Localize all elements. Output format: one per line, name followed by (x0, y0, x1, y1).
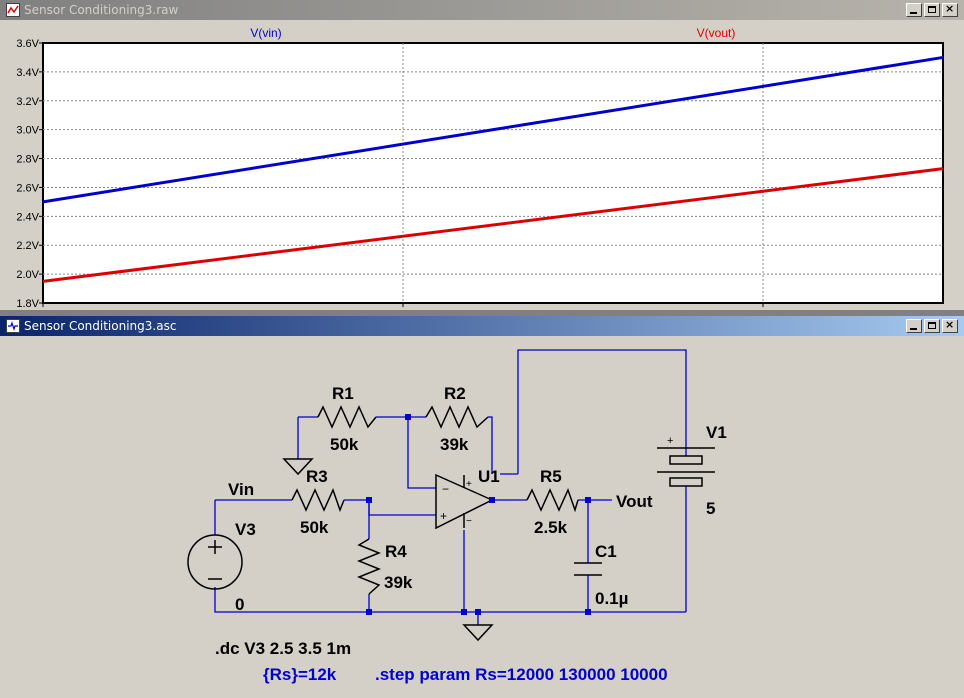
v3-value[interactable]: 0 (235, 595, 244, 614)
c1-value[interactable]: 0.1µ (595, 589, 628, 608)
minimize-icon (910, 12, 917, 14)
wire (368, 500, 436, 516)
v1-label[interactable]: V1 (706, 423, 727, 442)
close-button[interactable]: × (942, 318, 958, 333)
r1-label[interactable]: R1 (332, 384, 354, 403)
junction-dot (489, 497, 495, 503)
close-icon: × (945, 2, 955, 15)
r3-label[interactable]: R3 (306, 467, 328, 486)
r5-value[interactable]: 2.5k (534, 518, 568, 537)
wire (517, 349, 687, 474)
schematic-window-titlebar[interactable]: Sensor Conditioning3.asc × (0, 316, 964, 336)
svg-text:+: + (466, 479, 472, 490)
trace-label-vin[interactable]: V(vin) (250, 26, 281, 40)
y-tick-label: 2.4V (16, 211, 39, 223)
minimize-button[interactable] (906, 3, 922, 17)
waveform-icon (6, 3, 20, 17)
ground-icon[interactable] (462, 624, 494, 642)
dc-directive[interactable]: .dc V3 2.5 3.5 1m (215, 639, 351, 658)
junction-dot (475, 609, 481, 615)
net-label-vout[interactable]: Vout (616, 492, 653, 511)
y-tick-label: 2.6V (16, 182, 39, 194)
junction-dot (366, 497, 372, 503)
u1-label[interactable]: U1 (478, 467, 500, 486)
svg-text:+: + (667, 435, 673, 447)
wire (488, 416, 493, 474)
v1-value[interactable]: 5 (706, 499, 715, 518)
y-tick-label: 1.8V (16, 298, 39, 310)
maximize-icon (928, 322, 936, 329)
resistor-r5[interactable] (526, 487, 579, 513)
resistor-r3[interactable] (291, 487, 345, 513)
minimize-icon (910, 328, 917, 330)
junction-dot (585, 609, 591, 615)
resistor-r1[interactable] (317, 405, 377, 429)
r5-label[interactable]: R5 (540, 467, 562, 486)
schematic-canvas[interactable]: − + + − + (0, 336, 964, 698)
wire (214, 587, 686, 613)
v3-label[interactable]: V3 (235, 520, 256, 539)
plot-window: Sensor Conditioning3.raw × 1.8V 2.0V 2.2V 2… (0, 0, 964, 310)
resistor-r2[interactable] (425, 405, 489, 429)
y-tick-label: 2.0V (16, 269, 39, 281)
r2-label[interactable]: R2 (444, 384, 466, 403)
net-label-vin[interactable]: Vin (228, 480, 254, 499)
waveform-plot[interactable]: 1.8V 2.0V 2.2V 2.4V 2.6V 2.8V 3.0V 3.2V 3.4V 3.6V… (0, 20, 964, 310)
maximize-button[interactable] (924, 3, 940, 17)
r4-label[interactable]: R4 (385, 542, 407, 561)
wire (407, 417, 436, 489)
plot-window-title: Sensor Conditioning3.raw (24, 3, 179, 17)
c1-label[interactable]: C1 (595, 542, 617, 561)
schematic-window-title: Sensor Conditioning3.asc (24, 319, 177, 333)
plot-window-titlebar[interactable]: Sensor Conditioning3.raw × (0, 0, 964, 20)
capacitor-c1[interactable] (574, 562, 602, 576)
close-icon: × (945, 318, 955, 331)
voltage-source-v3[interactable] (187, 534, 243, 590)
junction-dot (405, 414, 411, 420)
maximize-button[interactable] (924, 319, 940, 333)
schematic-icon (6, 319, 20, 333)
plot-area (42, 42, 944, 304)
junction-dot (461, 609, 467, 615)
y-tick-label: 3.4V (16, 67, 39, 79)
trace-vin[interactable] (42, 55, 944, 204)
resistor-r4[interactable] (356, 538, 382, 595)
opamp-u1[interactable]: − + + − (435, 473, 494, 530)
junction-dot (585, 497, 591, 503)
svg-text:−: − (466, 516, 472, 527)
schematic-window: Sensor Conditioning3.asc × (0, 316, 964, 698)
close-button[interactable]: × (942, 2, 958, 17)
y-tick-label: 3.0V (16, 125, 39, 137)
junction-dot (366, 609, 372, 615)
minimize-button[interactable] (906, 319, 922, 333)
ground-icon[interactable] (282, 458, 314, 476)
battery-v1[interactable]: + (657, 435, 715, 487)
maximize-icon (928, 6, 936, 13)
r1-value[interactable]: 50k (330, 435, 359, 454)
y-tick-label: 3.2V (16, 96, 39, 108)
r3-value[interactable]: 50k (300, 518, 329, 537)
y-tick-label: 2.8V (16, 154, 39, 166)
trace-label-vout[interactable]: V(vout) (697, 26, 736, 40)
y-tick-label: 2.2V (16, 240, 39, 252)
r4-value[interactable]: 39k (384, 573, 413, 592)
trace-vout[interactable] (42, 167, 944, 283)
svg-text:−: − (442, 482, 449, 496)
y-tick-label: 3.6V (16, 38, 39, 50)
param-directive[interactable]: {Rs}=12k (263, 665, 337, 684)
step-directive[interactable]: .step param Rs=12000 130000 10000 (375, 665, 668, 684)
r2-value[interactable]: 39k (440, 435, 469, 454)
svg-text:+: + (440, 509, 447, 523)
